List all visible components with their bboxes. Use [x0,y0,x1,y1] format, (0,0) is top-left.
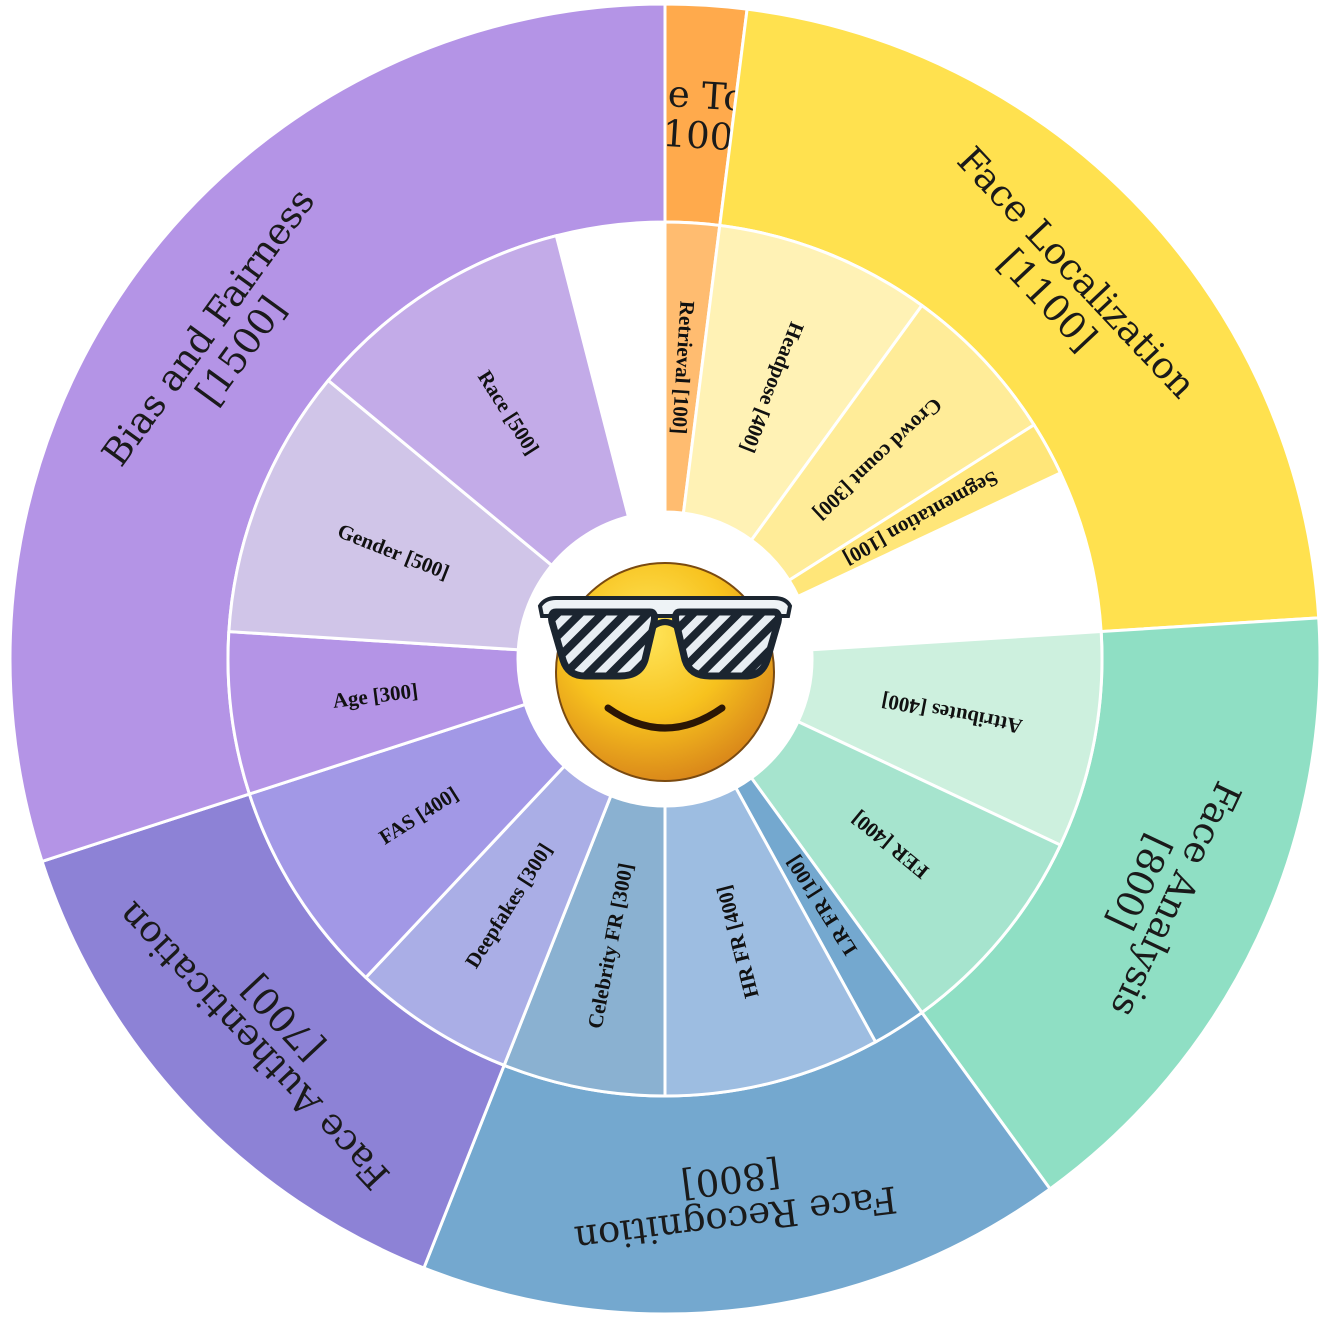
inner-ring: Retrieval [100]Headpose [400]Crowd count… [226,220,1104,1098]
outer-ring: Face Tools[100]Face Localization[1100]Fa… [8,2,1322,1316]
sunglasses-smiley-icon [518,512,812,806]
